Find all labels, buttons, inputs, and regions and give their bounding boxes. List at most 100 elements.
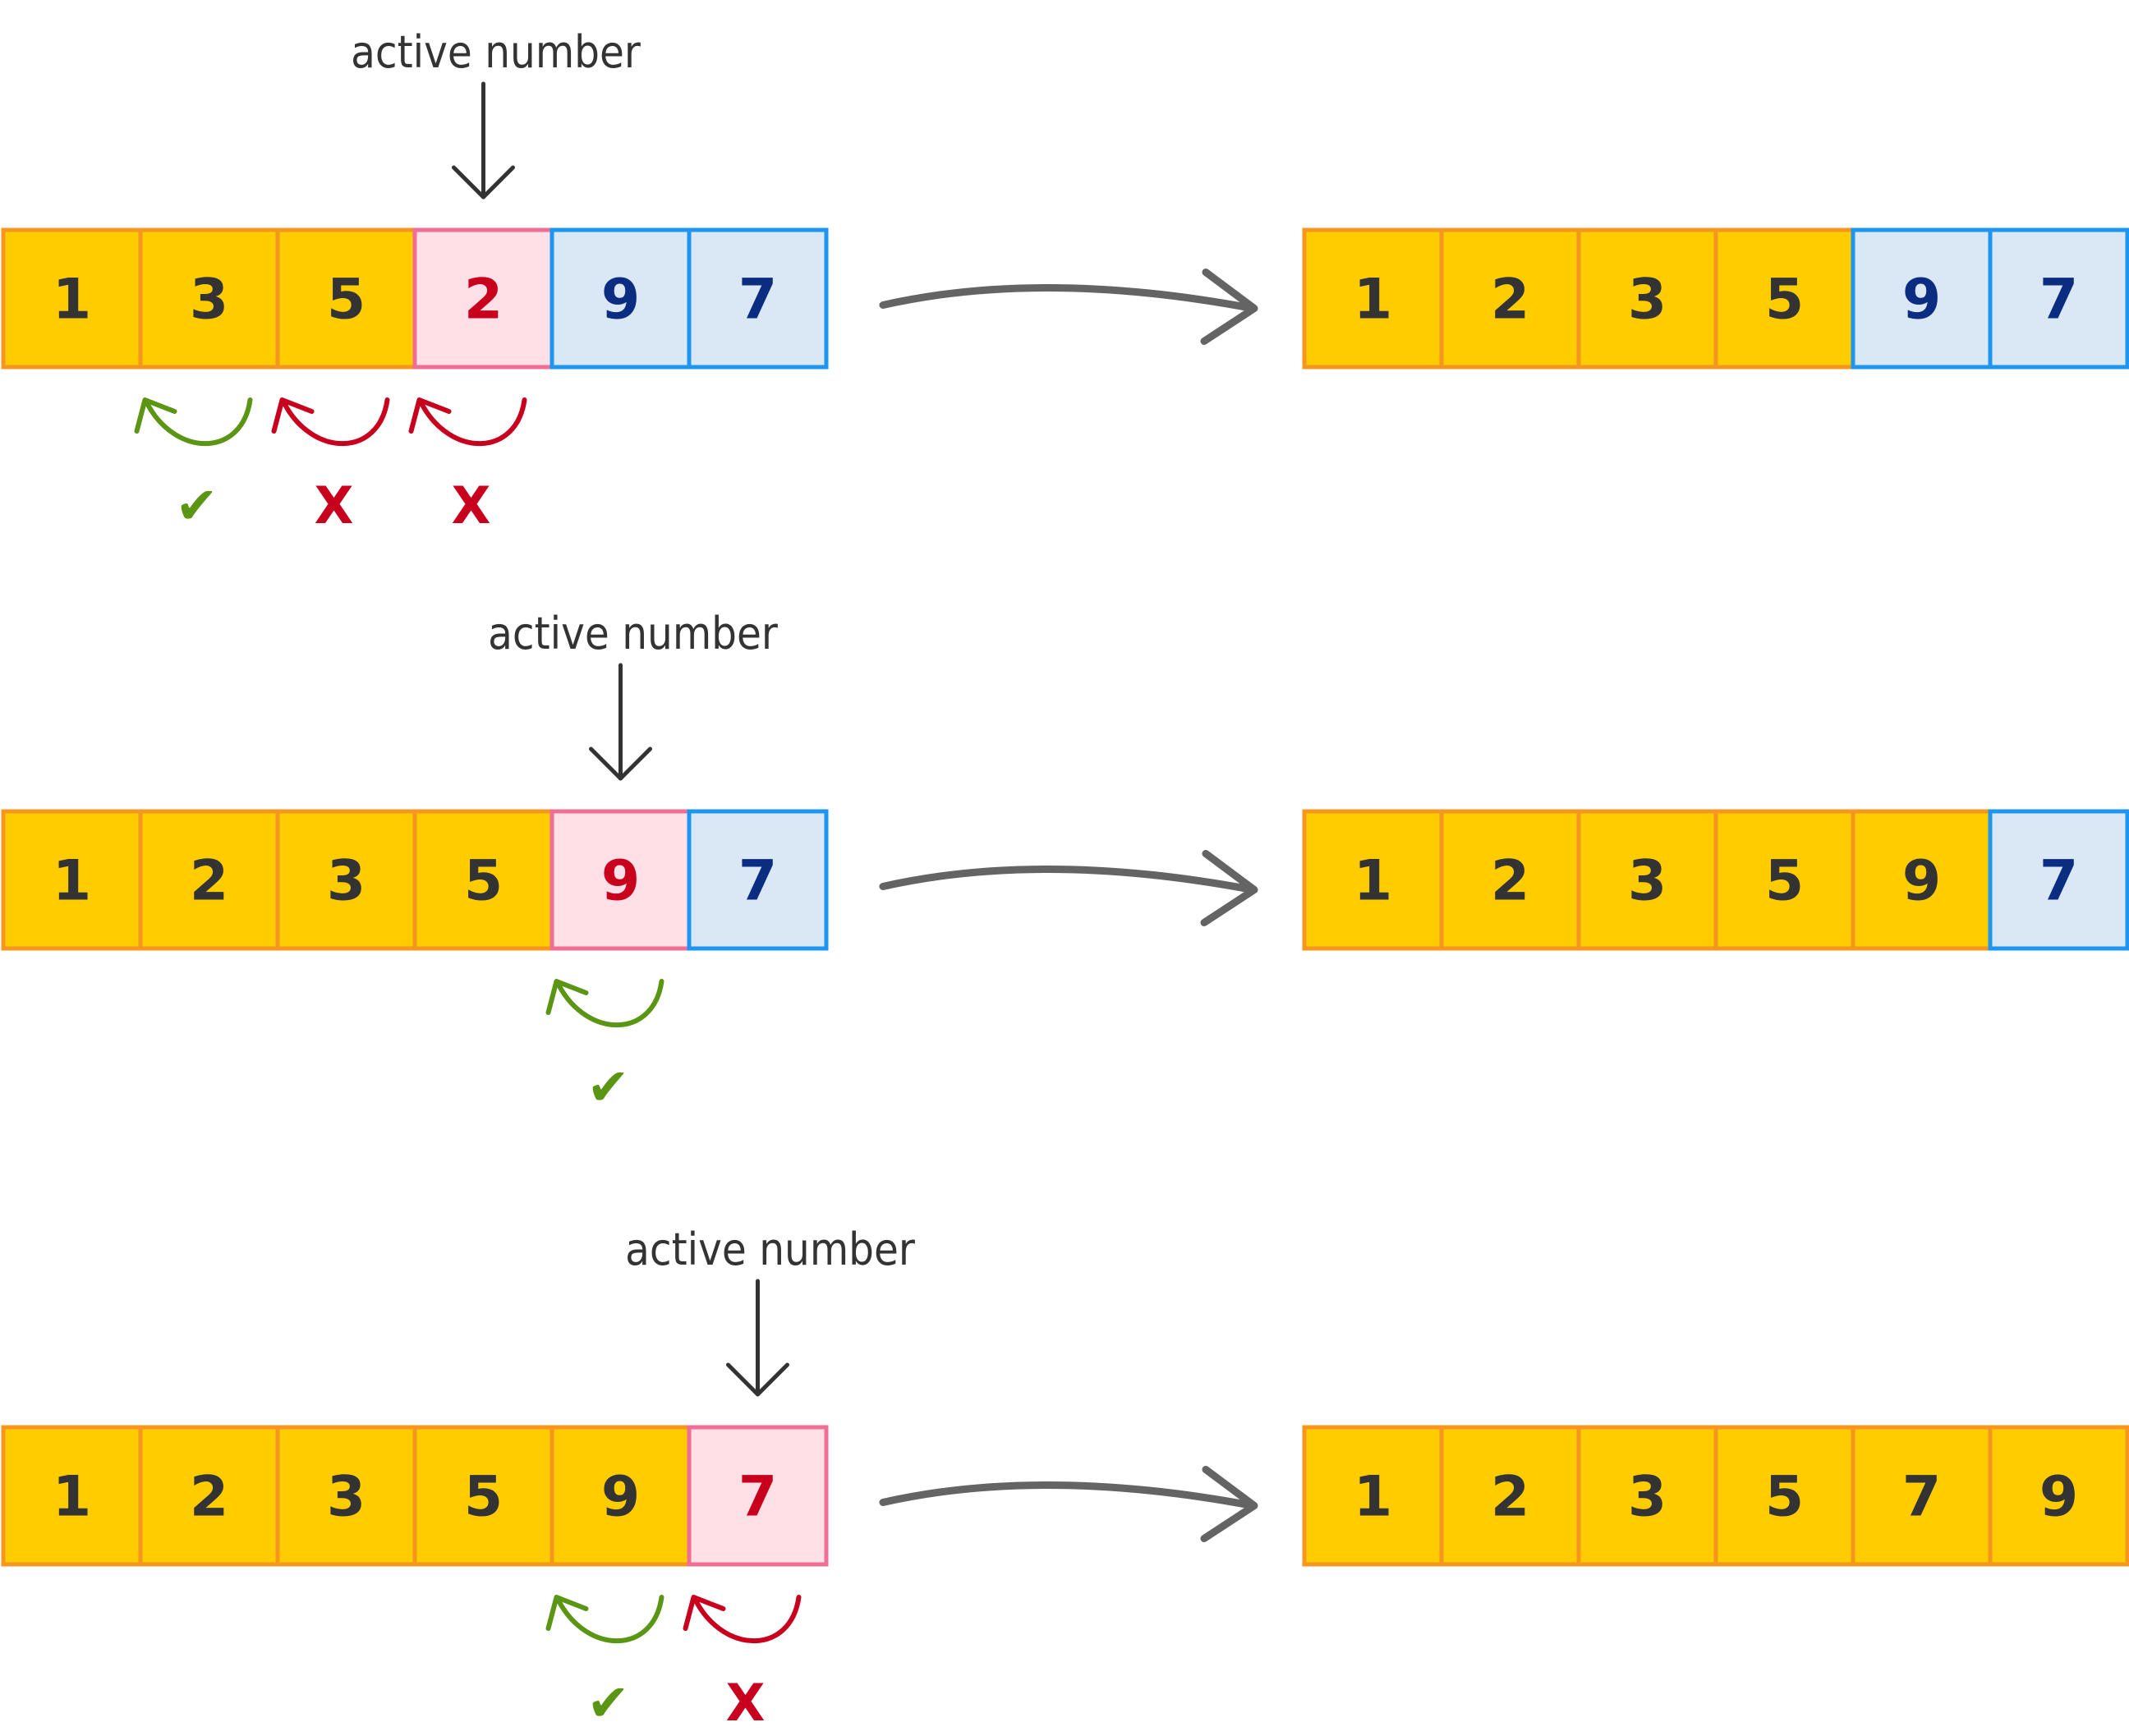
array-cell: 3 xyxy=(275,1425,417,1567)
cell-value: 3 xyxy=(1628,849,1667,914)
cell-box xyxy=(1988,809,2129,951)
right-arrow-icon xyxy=(879,850,1258,926)
cell-value: 9 xyxy=(601,1465,640,1530)
array-cell: 9 xyxy=(1988,1425,2129,1567)
cell-value: 5 xyxy=(464,1465,503,1530)
array-cell: 2 xyxy=(138,809,280,951)
cross-icon: X xyxy=(726,1673,766,1733)
cell-value: 9 xyxy=(1902,849,1941,914)
cell-box xyxy=(1713,809,1855,951)
comparison-fail: X xyxy=(408,397,527,535)
cell-box xyxy=(1713,227,1855,370)
array-cell: 7 xyxy=(1851,1425,1993,1567)
comparison-fail: X xyxy=(271,397,390,535)
check-icon: ✔ xyxy=(587,1057,630,1117)
cell-value: 1 xyxy=(53,849,91,914)
active-number-label: active number xyxy=(351,26,641,78)
array-cell: 9 xyxy=(1851,809,1993,951)
comparison-ok: ✔ xyxy=(545,1595,664,1733)
cell-value: 5 xyxy=(1765,1465,1804,1530)
cell-value: 7 xyxy=(1902,1465,1941,1530)
cell-value: 7 xyxy=(738,268,777,333)
array-cell: 3 xyxy=(138,227,280,370)
array-cell: 7 xyxy=(687,1425,829,1567)
curved-arrow-icon xyxy=(683,1595,802,1644)
cell-value: 7 xyxy=(2039,268,2078,333)
cell-box xyxy=(1851,809,1993,951)
check-icon: ✔ xyxy=(587,1673,630,1733)
comparison-fail: X xyxy=(683,1595,802,1733)
array-cell: 1 xyxy=(1302,227,1444,370)
cell-box xyxy=(138,1425,280,1567)
down-arrow-icon xyxy=(589,663,652,781)
cell-box xyxy=(1988,1425,2129,1567)
array-cell: 3 xyxy=(1576,809,1718,951)
cell-value: 3 xyxy=(327,1465,366,1530)
cell-value: 2 xyxy=(1491,1465,1529,1530)
array-cell: 1 xyxy=(1,1425,143,1567)
cell-value: 3 xyxy=(190,268,228,333)
active-number-label: active number xyxy=(488,608,778,659)
cell-value: 1 xyxy=(53,1465,91,1530)
array-cell: 9 xyxy=(549,227,692,370)
array-cell: 1 xyxy=(1302,1425,1444,1567)
cell-value: 3 xyxy=(327,849,366,914)
array-cell: 2 xyxy=(138,1425,280,1567)
cell-box xyxy=(275,809,417,951)
cell-box xyxy=(549,809,692,951)
cell-box xyxy=(1302,1425,1444,1567)
array-cell: 2 xyxy=(1439,227,1581,370)
cell-box xyxy=(549,1425,692,1567)
cell-box xyxy=(138,227,280,370)
cell-box xyxy=(687,1425,829,1567)
array-cell: 7 xyxy=(1988,227,2129,370)
cell-value: 7 xyxy=(738,849,777,914)
cell-box xyxy=(1576,1425,1718,1567)
array-cell: 7 xyxy=(687,227,829,370)
cell-value: 7 xyxy=(738,1465,777,1530)
array-cell: 5 xyxy=(412,809,554,951)
array-cell: 9 xyxy=(549,1425,692,1567)
cell-box xyxy=(138,809,280,951)
cell-box xyxy=(1851,227,1993,370)
cell-box xyxy=(1576,227,1718,370)
cell-box xyxy=(687,809,829,951)
cell-value: 5 xyxy=(1765,849,1804,914)
cross-icon: X xyxy=(452,475,491,535)
cell-box xyxy=(1,1425,143,1567)
cell-box xyxy=(1988,227,2129,370)
cell-value: 2 xyxy=(190,1465,228,1530)
array-cell: 1 xyxy=(1,227,143,370)
curved-arrow-icon xyxy=(271,397,390,447)
check-icon: ✔ xyxy=(176,475,218,535)
cell-value: 3 xyxy=(1628,268,1667,333)
cell-value: 1 xyxy=(1354,1465,1392,1530)
cell-value: 9 xyxy=(601,268,640,333)
right-arrow-icon xyxy=(879,269,1258,345)
curved-arrow-icon xyxy=(408,397,527,447)
curved-arrow-icon xyxy=(545,979,664,1028)
cell-value: 7 xyxy=(2039,849,2078,914)
cell-value: 1 xyxy=(53,268,91,333)
array-cell: 2 xyxy=(1439,1425,1581,1567)
array-cell: 3 xyxy=(1576,1425,1718,1567)
array-cell: 1 xyxy=(1,809,143,951)
array-cell: 3 xyxy=(1576,227,1718,370)
cell-value: 2 xyxy=(1491,849,1529,914)
cell-value: 9 xyxy=(2039,1465,2078,1530)
array-cell: 7 xyxy=(687,809,829,951)
cell-value: 1 xyxy=(1354,268,1392,333)
down-arrow-icon xyxy=(452,81,515,200)
array-cell: 2 xyxy=(1439,809,1581,951)
cell-box xyxy=(1851,1425,1993,1567)
array-cell: 9 xyxy=(549,809,692,951)
cell-box xyxy=(275,227,417,370)
curved-arrow-icon xyxy=(545,1595,664,1644)
